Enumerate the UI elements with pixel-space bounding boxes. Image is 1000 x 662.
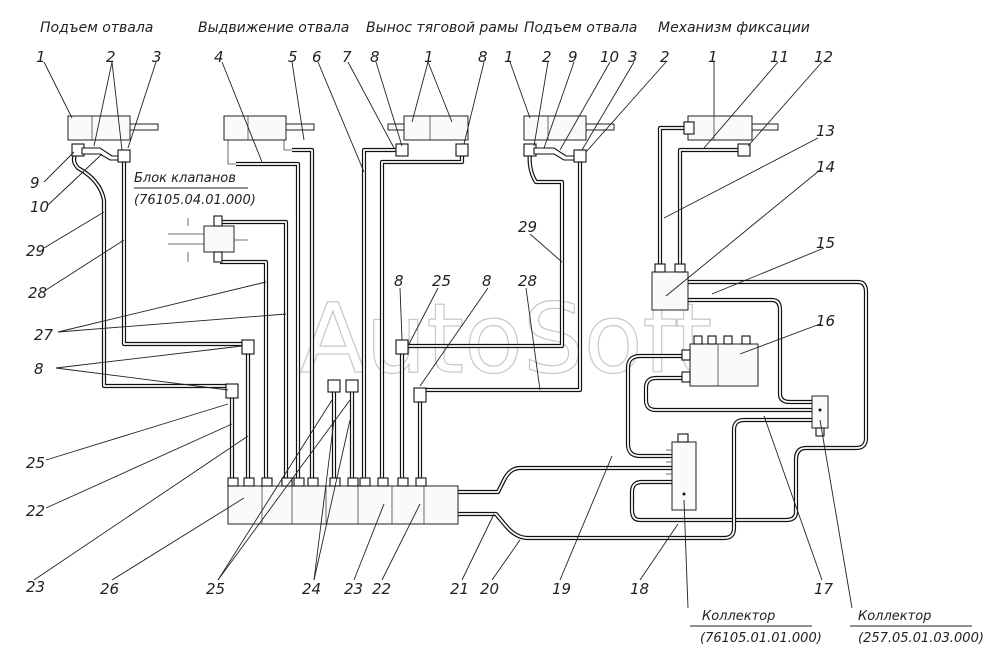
callout: 26 — [100, 580, 119, 598]
callout: 27 — [34, 326, 54, 344]
cylinder-locking-mechanism — [687, 115, 779, 141]
cylinder-blade-extension — [223, 115, 315, 165]
callout: 7 — [342, 48, 352, 66]
callout: 21 — [450, 580, 469, 598]
collector-2 — [811, 395, 829, 437]
cylinder-blade-lift-right — [523, 115, 615, 141]
callout: 1 — [504, 48, 514, 66]
callout: 8 — [394, 272, 404, 290]
callout: 17 — [814, 580, 834, 598]
title-blade-extension: Выдвижение отвала — [198, 20, 349, 36]
callout: 15 — [816, 234, 835, 252]
collector-1-name: Коллектор — [702, 609, 775, 624]
callout: 8 — [482, 272, 492, 290]
callout: 1 — [424, 48, 434, 66]
callout: 3 — [152, 48, 162, 66]
cylinder-draw-frame-offset — [387, 115, 469, 141]
callout: 8 — [34, 360, 44, 378]
watermark: AutoSoft — [300, 283, 712, 395]
callout: 11 — [770, 48, 789, 66]
callout: 18 — [630, 580, 649, 598]
callout: 28 — [518, 272, 537, 290]
callout: 28 — [28, 284, 47, 302]
callout: 4 — [214, 48, 224, 66]
callout: 9 — [568, 48, 578, 66]
callout: 25 — [432, 272, 451, 290]
callout: 10 — [600, 48, 619, 66]
accumulator-block — [681, 335, 759, 387]
collector-2-code: (257.05.01.03.000) — [858, 631, 984, 646]
callout: 12 — [814, 48, 833, 66]
callout: 22 — [26, 502, 45, 520]
title-locking-mechanism: Механизм фиксации — [658, 20, 810, 36]
cylinder-blade-lift-left — [67, 115, 159, 141]
callout: 25 — [26, 454, 45, 472]
collector-1-code: (76105.01.01.000) — [700, 631, 822, 646]
callout: 1 — [708, 48, 718, 66]
callout: 3 — [628, 48, 638, 66]
callout: 25 — [206, 580, 225, 598]
callout: 2 — [542, 48, 552, 66]
callout: 13 — [816, 122, 835, 140]
callout: 6 — [312, 48, 322, 66]
title-draw-frame-offset: Вынос тяговой рамы — [366, 20, 518, 36]
collector-1 — [666, 433, 697, 511]
collector-2-name: Коллектор — [858, 609, 931, 624]
callout-numbers: 1 2 3 4 5 6 7 8 1 8 1 2 9 10 3 2 1 11 12… — [26, 48, 835, 598]
callout: 5 — [288, 48, 298, 66]
callout: 23 — [26, 578, 45, 596]
valve-block-code: (76105.04.01.000) — [134, 193, 256, 208]
title-blade-lift-left: Подъем отвала — [40, 20, 153, 36]
valve-block — [168, 215, 248, 263]
callout: 8 — [478, 48, 488, 66]
callout: 23 — [344, 580, 363, 598]
callout: 10 — [30, 198, 49, 216]
callout: 20 — [480, 580, 499, 598]
callout: 29 — [518, 218, 537, 236]
callout: 8 — [370, 48, 380, 66]
callout: 29 — [26, 242, 45, 260]
distributor — [227, 477, 459, 525]
callout: 14 — [816, 158, 835, 176]
locking-block — [651, 263, 689, 311]
callout: 16 — [816, 312, 835, 330]
leader-lines — [33, 61, 853, 609]
callout: 19 — [552, 580, 571, 598]
fittings — [71, 121, 751, 403]
callout: 2 — [660, 48, 670, 66]
callout: 24 — [302, 580, 321, 598]
callout: 9 — [30, 174, 40, 192]
callout: 2 — [106, 48, 116, 66]
valve-block-name: Блок клапанов — [134, 171, 236, 186]
pipes — [71, 125, 869, 541]
title-blade-lift-right: Подъем отвала — [524, 20, 637, 36]
callout: 1 — [36, 48, 46, 66]
callout: 22 — [372, 580, 391, 598]
